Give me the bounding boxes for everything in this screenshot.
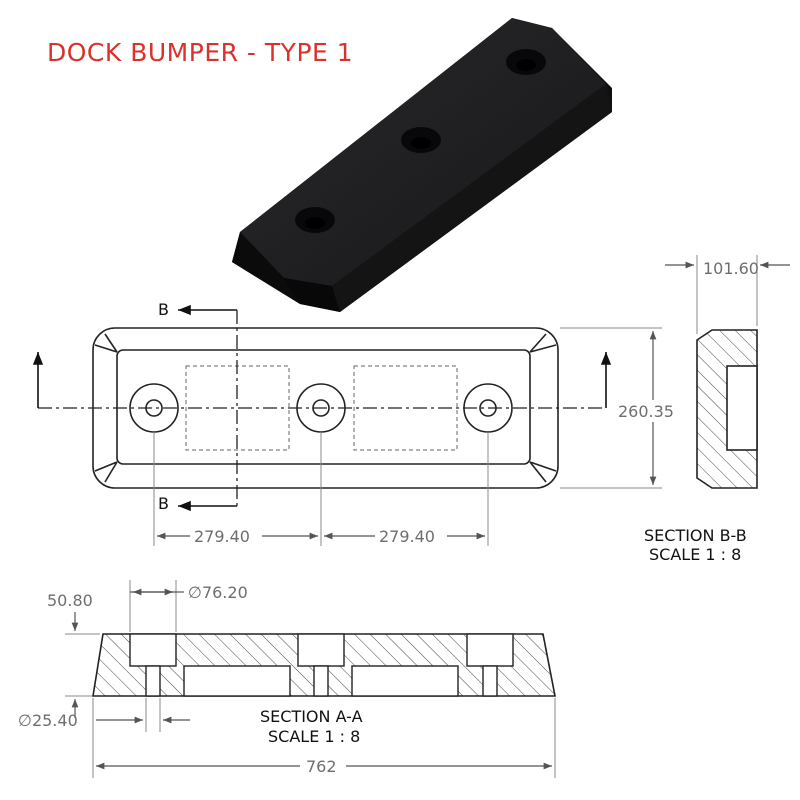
section-aa-title: SECTION A-A <box>260 707 363 726</box>
section-bb-view: 101.60 SECTION B-B SCALE 1 : 8 <box>644 255 790 564</box>
drawing-title: DOCK BUMPER - TYPE 1 <box>47 38 353 67</box>
dim-hole-diameter: ∅25.40 <box>18 711 78 730</box>
dim-height: 260.35 <box>618 402 674 421</box>
dim-hole-spacing-1: 279.40 <box>194 527 250 546</box>
section-b-label-top: B <box>158 300 169 319</box>
section-b-label-bottom: B <box>158 494 169 513</box>
dim-width: 101.60 <box>703 259 759 278</box>
dim-hole-spacing-2: 279.40 <box>379 527 435 546</box>
section-aa-scale: SCALE 1 : 8 <box>268 727 360 746</box>
section-aa-view: 50.80 ∅76.20 ∅25.40 SECTION A-A SCALE 1 … <box>18 580 556 778</box>
section-bb-title: SECTION B-B <box>644 526 747 545</box>
dim-counterbore-depth: 50.80 <box>47 591 93 610</box>
top-view: B B 279.40 279.40 260.35 <box>32 300 688 546</box>
section-bb-scale: SCALE 1 : 8 <box>649 545 741 564</box>
hidden-pocket-right <box>353 365 458 451</box>
bumper-3d-render <box>232 18 612 312</box>
dim-overall-length: 762 <box>306 757 337 776</box>
dim-counterbore-diameter: ∅76.20 <box>188 583 248 602</box>
